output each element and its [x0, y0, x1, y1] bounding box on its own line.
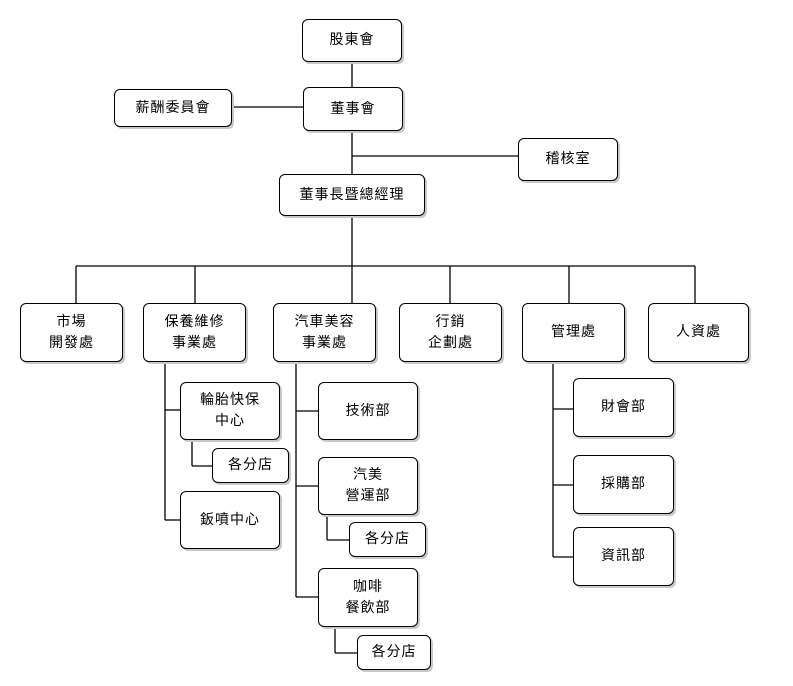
node-compensation-committee: 薪酬委員會: [114, 89, 232, 127]
node-chairman: 董事長暨總經理: [279, 174, 425, 216]
node-beauty-operations: 汽美 營運部: [318, 457, 418, 515]
node-marketing-planning: 行銷 企劃處: [399, 303, 502, 362]
node-maintenance-division: 保養維修 事業處: [143, 303, 246, 362]
node-tire-branches: 各分店: [212, 448, 289, 483]
node-beauty-branches: 各分店: [349, 522, 426, 557]
node-cafe-branches: 各分店: [357, 635, 431, 670]
node-car-beauty-division: 汽車美容 事業處: [273, 303, 376, 362]
node-technical-department: 技術部: [318, 382, 418, 440]
node-finance-department: 財會部: [573, 378, 674, 437]
node-shareholders: 股東會: [302, 19, 402, 62]
node-audit-office: 稽核室: [518, 138, 618, 181]
node-market-development: 市場 開發處: [20, 303, 123, 362]
node-body-paint-center: 鈑噴中心: [180, 491, 280, 549]
node-human-resources: 人資處: [648, 303, 749, 362]
node-it-department: 資訊部: [573, 527, 674, 586]
node-purchasing-department: 採購部: [573, 455, 674, 514]
node-cafe-department: 咖啡 餐飲部: [318, 568, 418, 627]
node-tire-service-center: 輪胎快保 中心: [180, 382, 280, 440]
node-management: 管理處: [522, 303, 625, 362]
node-board: 董事會: [303, 87, 403, 131]
